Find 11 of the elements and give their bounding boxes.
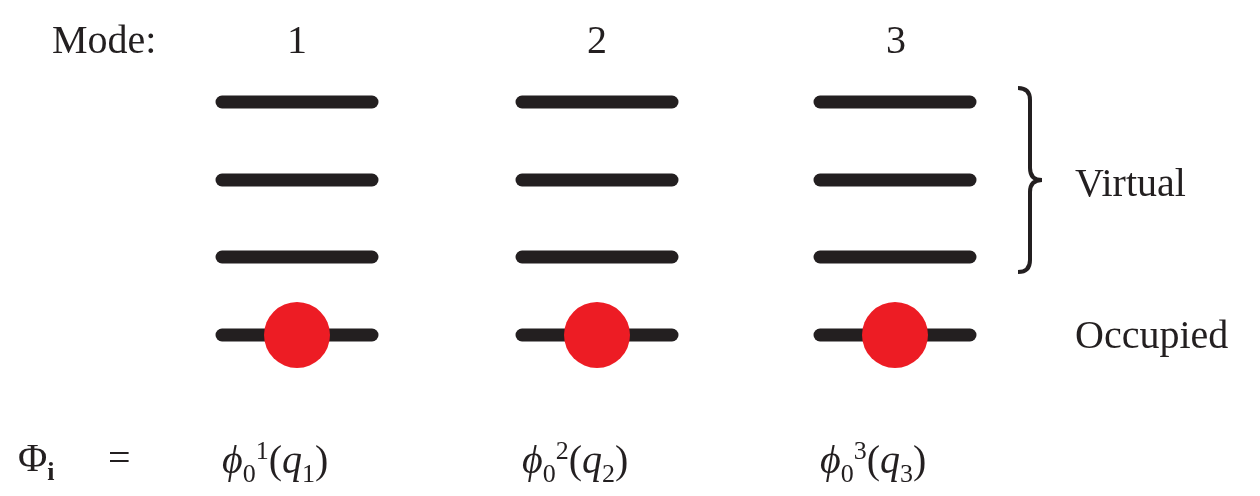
mode-number: 1	[287, 20, 307, 60]
mode-function: ϕ$_{0}$$^{2}$(q$_{2}$)	[522, 438, 629, 488]
mode-number: 2	[587, 20, 607, 60]
level-label: Occupied	[1075, 315, 1229, 355]
mode-function: ϕ$_{0}$$^{1}$(q$_{1}$)	[222, 438, 329, 488]
mode-function: ϕ$_{0}$$^{3}$(q$_{3}$)	[820, 438, 927, 488]
level-label: Virtual	[1075, 163, 1186, 203]
wavefunction-symbol: Φ$_{i}$	[18, 438, 55, 485]
mode-number: 3	[886, 20, 906, 60]
mode-label: Mode:	[52, 20, 157, 60]
equals-sign: =	[108, 438, 131, 478]
